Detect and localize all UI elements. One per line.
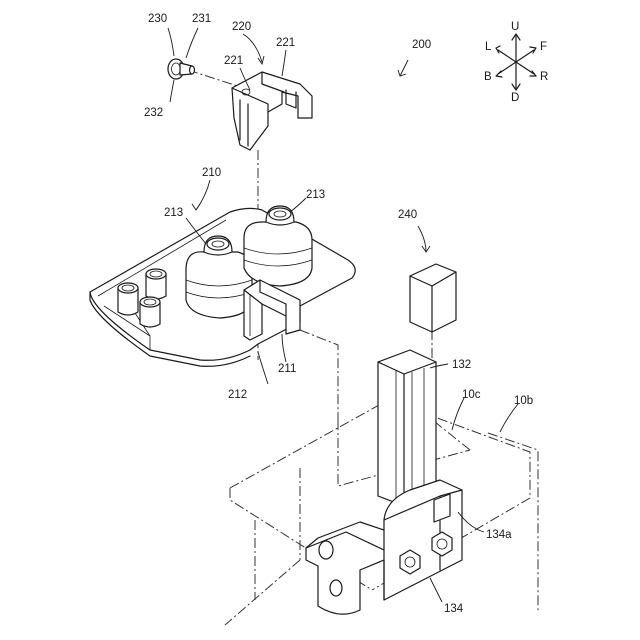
label-232: 232 bbox=[144, 107, 163, 119]
direction-compass bbox=[496, 34, 536, 90]
compass-back: B bbox=[484, 71, 492, 83]
block bbox=[410, 264, 456, 332]
label-220: 220 bbox=[232, 21, 251, 33]
label-134a: 134a bbox=[486, 529, 512, 541]
label-213-left: 213 bbox=[164, 207, 183, 219]
label-230: 230 bbox=[148, 13, 167, 25]
label-210: 210 bbox=[202, 167, 221, 179]
label-134: 134 bbox=[444, 603, 464, 615]
compass-left: L bbox=[485, 41, 492, 53]
vertical-rail bbox=[378, 350, 436, 506]
label-200: 200 bbox=[412, 39, 431, 51]
label-132: 132 bbox=[452, 359, 471, 371]
compass-front: F bbox=[540, 41, 547, 53]
label-10c: 10c bbox=[462, 389, 481, 401]
label-231: 231 bbox=[192, 13, 211, 25]
compass-up: U bbox=[511, 21, 519, 33]
label-240: 240 bbox=[398, 209, 417, 221]
label-10b: 10b bbox=[514, 395, 533, 407]
bolt-right bbox=[432, 532, 452, 556]
compass-down: D bbox=[511, 92, 519, 104]
label-212: 212 bbox=[228, 389, 247, 401]
label-213-right: 213 bbox=[306, 189, 325, 201]
bolt-left bbox=[400, 550, 420, 574]
label-221-left: 221 bbox=[224, 55, 243, 67]
compass-right: R bbox=[540, 71, 548, 83]
clip bbox=[232, 72, 312, 150]
label-221-right: 221 bbox=[276, 37, 295, 49]
washer bbox=[168, 59, 195, 79]
label-211: 211 bbox=[278, 363, 296, 375]
